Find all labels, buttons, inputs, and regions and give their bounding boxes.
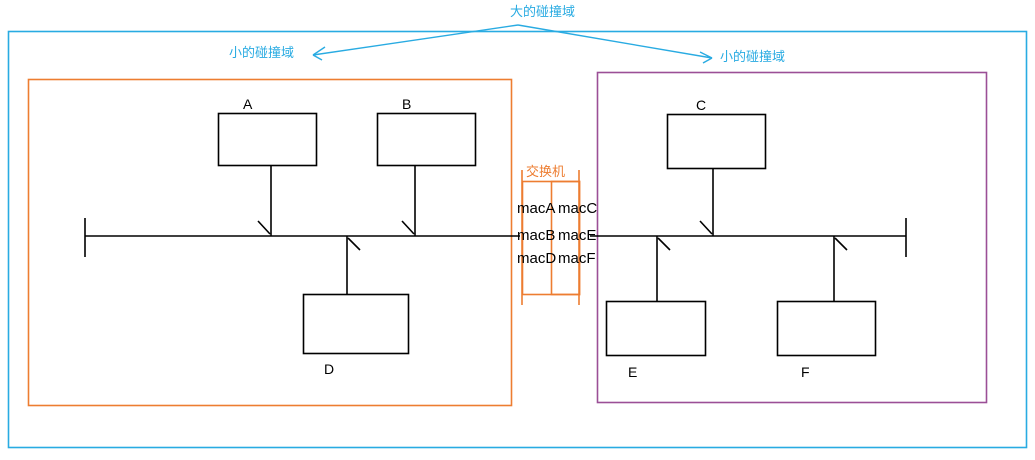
switch-box[interactable] [521,170,581,305]
node-box-B[interactable] [376,112,477,167]
node-box-E[interactable] [605,300,707,357]
switch-entry-macE: macE [558,227,597,244]
outer-collision-domain-box [7,30,1028,449]
callout-leader-lines [312,24,713,59]
node-box-F[interactable] [776,300,877,357]
node-box-D[interactable] [302,293,410,355]
left-collision-domain-box [27,78,513,407]
node-drop-line-D [346,236,361,295]
node-label-E: E [628,364,638,380]
node-label-B: B [402,96,412,112]
right-domain-label: 小的碰撞域 [720,49,786,64]
right-bus-line [590,218,907,257]
left-domain-label: 小的碰撞域 [229,45,295,60]
node-drop-line-E [656,236,671,302]
left-bus-line [84,218,520,257]
node-label-A: A [243,96,253,112]
node-drop-line-A [257,166,272,236]
node-box-C[interactable] [666,113,767,170]
node-drop-line-F [833,236,848,302]
switch-entry-macB: macB [517,227,556,244]
switch-entry-macA: macA [517,200,556,217]
node-drop-line-B [401,166,416,236]
switch-entry-macF: macF [558,250,596,267]
node-label-D: D [324,361,335,377]
node-label-C: C [696,97,707,113]
node-label-F: F [801,364,810,380]
right-collision-domain-box [596,71,988,404]
node-box-A[interactable] [217,112,318,167]
outer-domain-label: 大的碰撞域 [510,4,576,19]
callout-arrowheads [312,46,713,64]
switch-label: 交换机 [526,164,566,179]
node-drop-line-C [699,169,714,236]
switch-entry-macD: macD [517,250,557,267]
switch-entry-macC: macC [558,200,598,217]
